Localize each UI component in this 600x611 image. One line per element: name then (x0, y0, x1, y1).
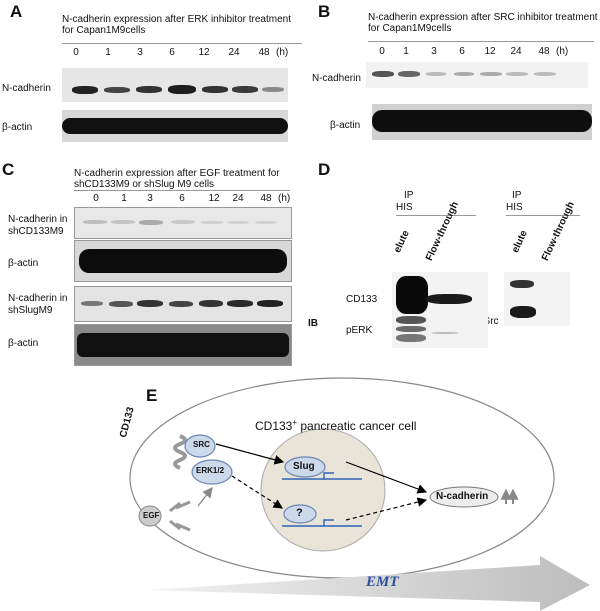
emt-label: EMT (366, 574, 399, 590)
ib-label: IB (308, 318, 318, 329)
lane-label: 0 (93, 193, 99, 204)
panel-c-title: N-cadherin expression after EGF treatmen… (74, 168, 280, 190)
lane-label: 12 (198, 47, 210, 58)
blot-d-ip-psrc (504, 272, 570, 326)
slug-oval (284, 456, 326, 478)
lane-label: 12 (484, 46, 496, 57)
ip-label: IP (404, 190, 414, 201)
panel-d-letter: D (318, 160, 331, 179)
lane-label: 6 (179, 193, 185, 204)
unknown-oval (283, 504, 317, 524)
unknown-promoter-arrow (323, 519, 334, 526)
slug-promoter-arrow (323, 472, 334, 479)
panel-b-divider (368, 41, 594, 42)
ncadherin-label: N-cadherin (436, 491, 489, 502)
blot-c-ncadherin-shslug (74, 286, 292, 322)
blot-a-ncadherin (62, 68, 288, 102)
row-label-ncadherin-shslug: N-cadherin in shSlugM9 (8, 293, 68, 316)
erk-to-unknown-arrow (231, 475, 284, 509)
unit-label: (h) (276, 47, 289, 58)
lane-label: 1 (403, 46, 409, 57)
panel-b-letter: B (318, 2, 331, 21)
egf-to-erk-arrow (197, 486, 213, 507)
ip-label-2: IP (512, 190, 522, 201)
lane-label: 3 (137, 47, 143, 58)
row-label-ncadherin: N-cadherin (312, 73, 361, 84)
ncadherin-oval (429, 486, 499, 508)
erk-label: ERK1/2 (196, 466, 225, 475)
blot-b-beta-actin (372, 104, 592, 140)
blot-b-ncadherin (366, 62, 588, 88)
blot-d-ip-cd133-perk (392, 272, 488, 348)
row-label-beta-actin: β-actin (2, 122, 33, 133)
lane-label: 24 (228, 47, 240, 58)
ip-divider (396, 215, 476, 216)
lane-label: 48 (538, 46, 550, 57)
ip-divider-2 (506, 215, 580, 216)
panel-a-title: N-cadherin expression after ERK inhibito… (62, 14, 291, 36)
blot-a-beta-actin (62, 110, 288, 142)
blot-c-ncadherin-shcd133 (74, 207, 292, 239)
panel-b-title: N-cadherin expression after SRC inhibito… (368, 12, 598, 34)
row-label-beta-actin: β-actin (8, 338, 39, 349)
lane-label: 48 (258, 47, 270, 58)
his-label-2: HIS (506, 202, 523, 213)
lane-label: 3 (147, 193, 153, 204)
panel-a-divider (62, 43, 302, 44)
lane-label: 0 (73, 47, 79, 58)
lane-label: 6 (459, 46, 465, 57)
row-label-beta-actin: β-actin (330, 120, 361, 131)
lane-label: 0 (379, 46, 385, 57)
nucleus (260, 428, 386, 552)
egf-label: EGF (143, 511, 160, 520)
his-label: HIS (396, 202, 413, 213)
panel-a-letter: A (10, 2, 23, 21)
unit-label: (h) (556, 46, 569, 57)
slug-to-ncad-arrow (345, 461, 428, 494)
lane-label: 24 (510, 46, 522, 57)
perk-label: pERK (346, 325, 373, 336)
lane-label: 1 (105, 47, 111, 58)
lane-label: 48 (260, 193, 272, 204)
slug-label: Slug (293, 461, 315, 472)
panel-c-letter: C (2, 160, 15, 179)
panel-c-divider (74, 190, 290, 191)
cd133-label: CD133 (346, 294, 378, 305)
emt-arrow (148, 556, 590, 611)
row-label-beta-actin: β-actin (8, 258, 39, 269)
cell-title: CD133+ pancreatic cancer cell (255, 418, 417, 433)
lane-label: 12 (208, 193, 220, 204)
cd133-receptor (173, 434, 187, 470)
src-oval (184, 434, 216, 458)
src-to-slug-arrow (215, 443, 285, 465)
erk-oval (191, 459, 233, 485)
egf-receptor (169, 500, 191, 532)
blot-c-beta-actin-1 (74, 240, 292, 282)
blot-c-beta-actin-2 (74, 324, 292, 366)
unknown-label: ? (296, 507, 303, 519)
unit-label: (h) (278, 193, 291, 204)
row-label-ncadherin-shcd133: N-cadherin in shCD133M9 (8, 214, 68, 237)
lane-label: 3 (431, 46, 437, 57)
egf-oval (138, 505, 162, 527)
psrc-label: pSrc (478, 316, 499, 327)
lane-label: 1 (121, 193, 127, 204)
panel-e-letter: E (146, 386, 158, 405)
row-label-ncadherin: N-cadherin (2, 83, 51, 94)
lane-label: 6 (169, 47, 175, 58)
src-label: SRC (193, 440, 210, 449)
lane-label: 24 (232, 193, 244, 204)
